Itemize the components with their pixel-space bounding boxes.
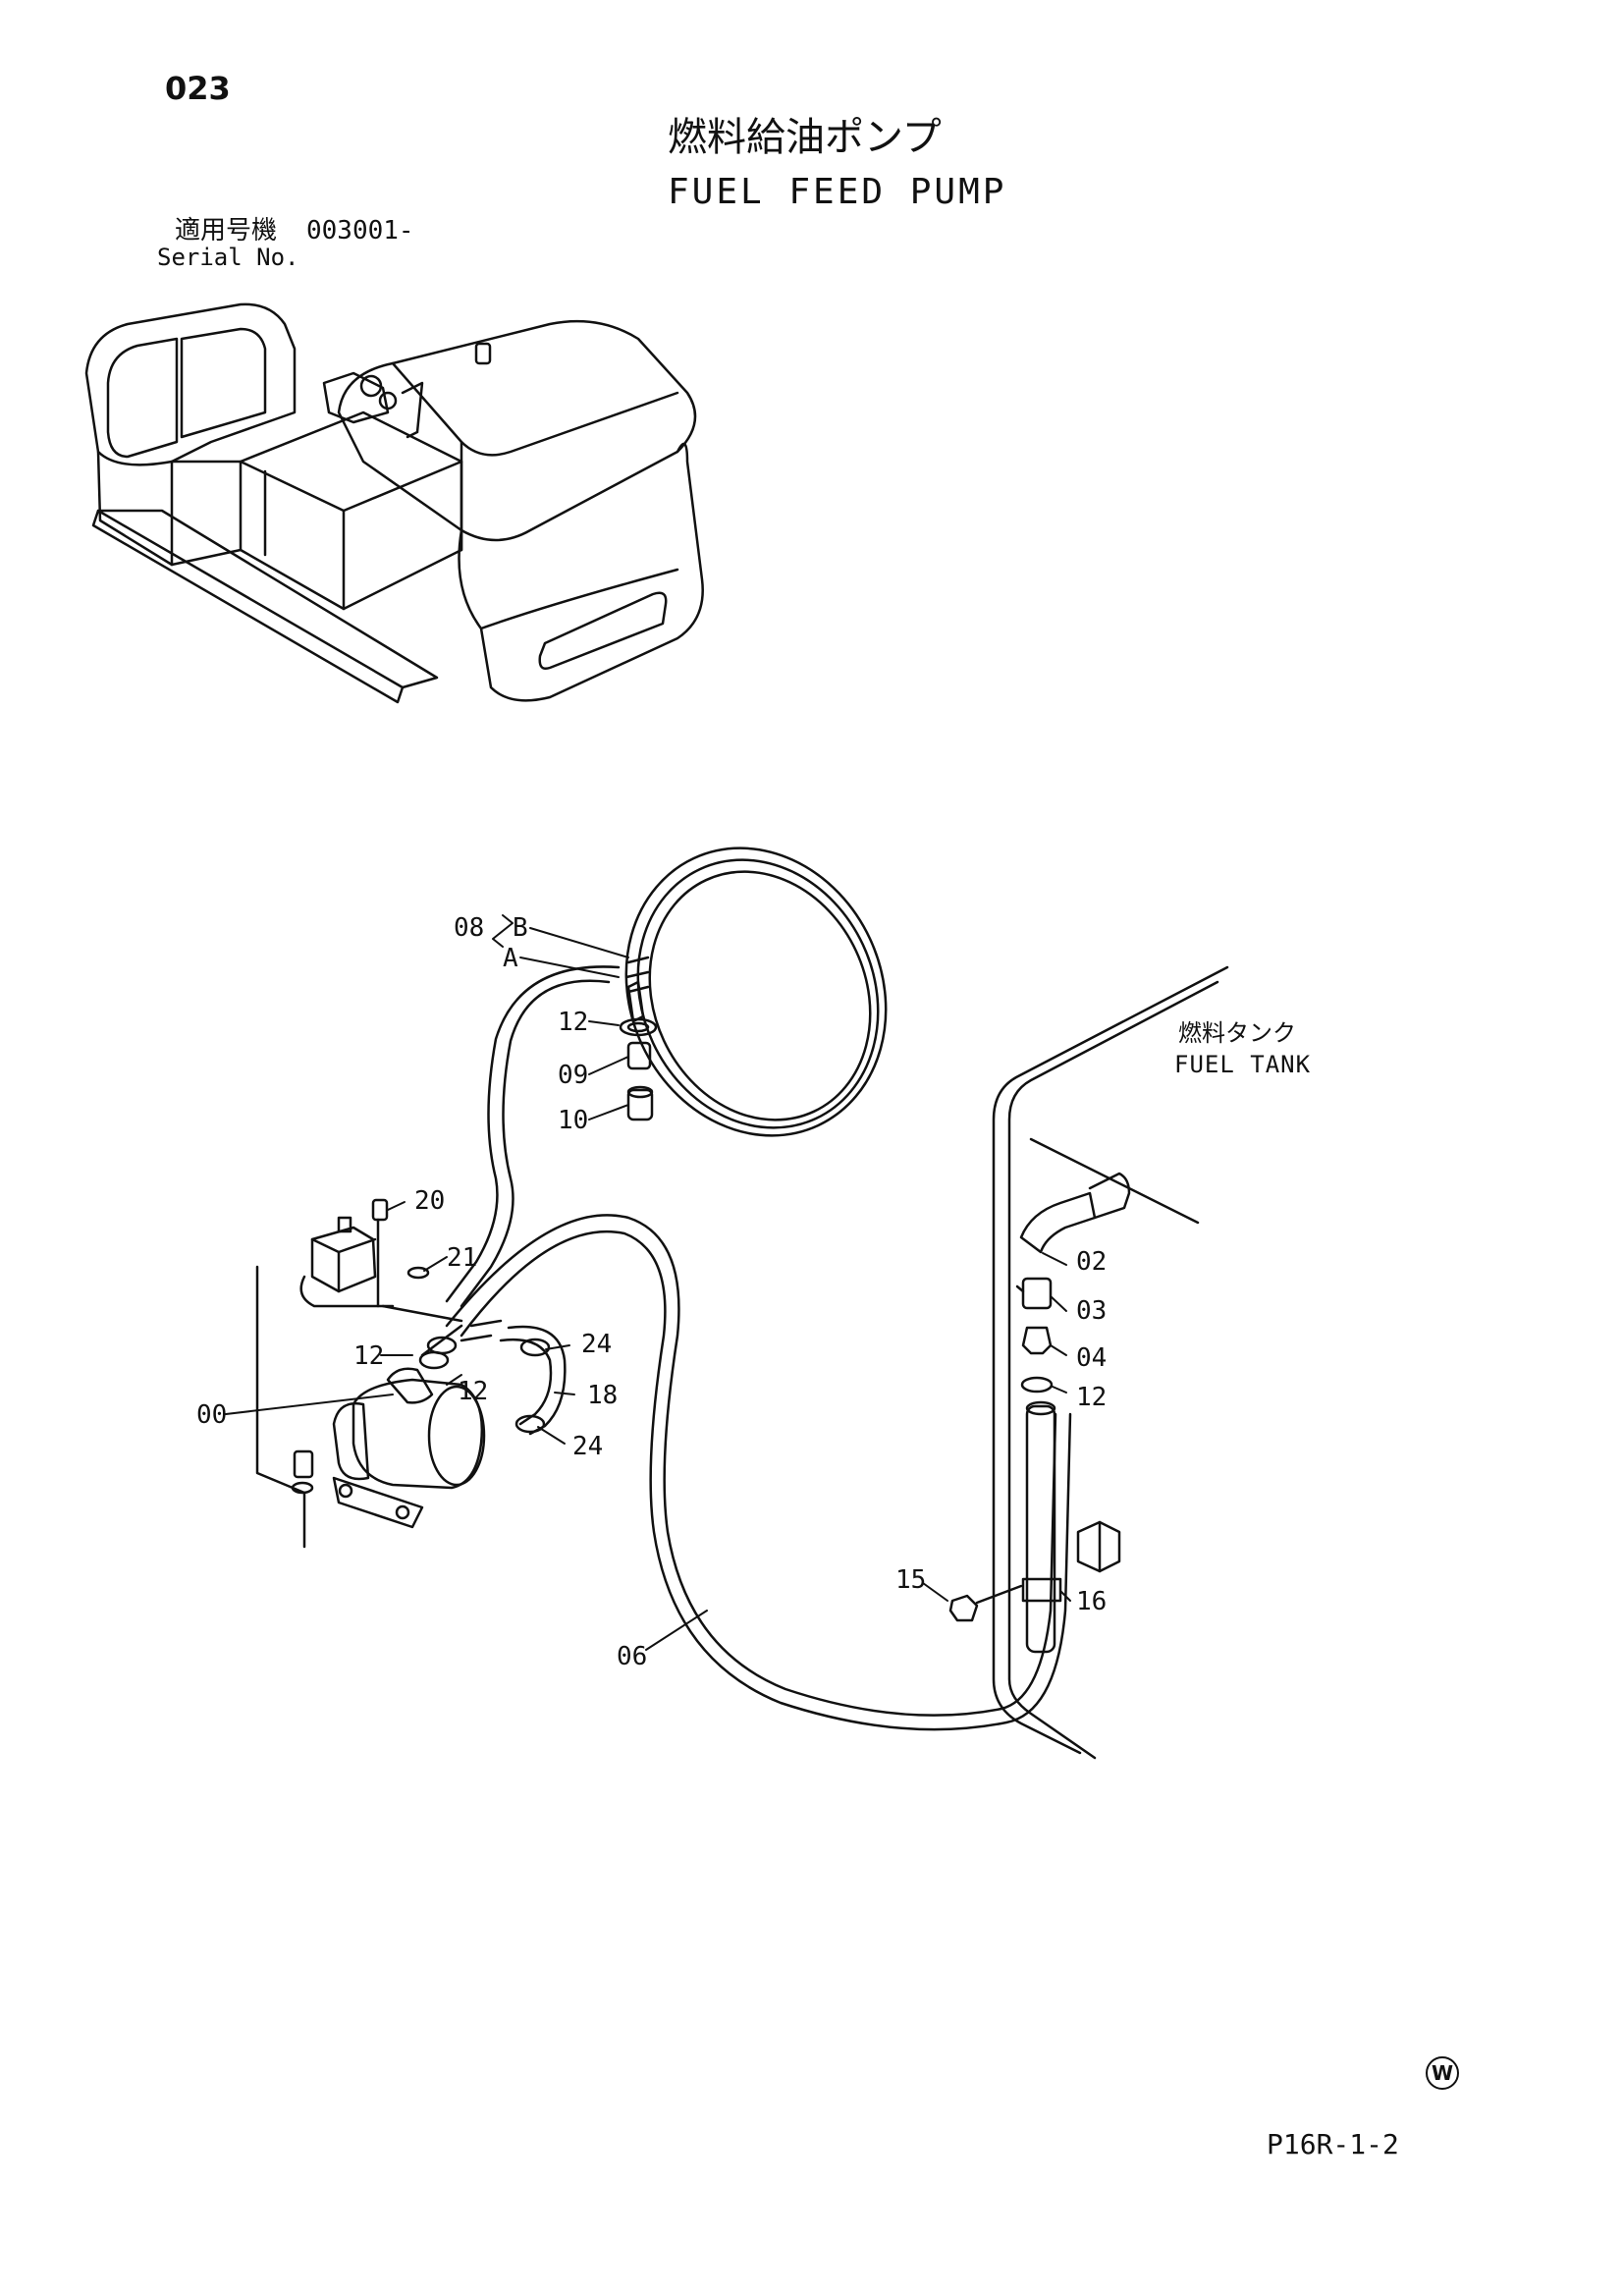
pump-assembly	[255, 1198, 567, 1549]
excavator-illustration	[84, 302, 704, 704]
callout-03: 03	[1076, 1296, 1108, 1326]
callout-24-lower: 24	[572, 1432, 604, 1461]
callout-09: 09	[558, 1061, 589, 1090]
callout-12-pump-lower: 12	[458, 1377, 489, 1406]
hose-a	[460, 979, 611, 1308]
callout-21: 21	[447, 1243, 478, 1273]
serial-label-english: Serial No.	[157, 244, 299, 271]
callout-00: 00	[196, 1400, 228, 1430]
callout-b: B	[513, 913, 528, 943]
title-japanese: 燃料給油ポンプ	[668, 115, 942, 160]
leader-lines	[225, 914, 1071, 1651]
callout-a: A	[503, 944, 518, 973]
fuel-tank-label-japanese: 燃料タンク	[1178, 1019, 1296, 1047]
callout-12-pump-upper: 12	[353, 1341, 385, 1371]
callout-18: 18	[587, 1381, 619, 1410]
figure-code: P16R-1-2	[1267, 2128, 1399, 2160]
callout-06: 06	[617, 1642, 648, 1671]
serial-number-value: 003001-	[306, 216, 414, 246]
callout-16: 16	[1076, 1587, 1108, 1616]
callout-08: 08	[454, 913, 485, 943]
coiled-hose	[624, 847, 888, 1137]
callout-10: 10	[558, 1106, 589, 1135]
callout-20: 20	[414, 1186, 446, 1216]
callout-12-nozzle: 12	[558, 1008, 589, 1037]
callout-12-tank: 12	[1076, 1383, 1108, 1412]
callout-24-upper: 24	[581, 1330, 613, 1359]
fuel-tank-label-english: FUEL TANK	[1174, 1051, 1312, 1078]
callout-02: 02	[1076, 1247, 1108, 1277]
tank-fittings	[948, 1172, 1131, 1654]
title-english: FUEL FEED PUMP	[668, 172, 1007, 212]
hose-06	[445, 1214, 1072, 1731]
w-mark-icon: W	[1426, 2056, 1459, 2090]
fuel-tank-outline	[992, 965, 1229, 1760]
callout-04: 04	[1076, 1343, 1108, 1373]
callout-15: 15	[895, 1565, 927, 1595]
serial-label-japanese: 適用号機	[175, 216, 278, 246]
page-number: 023	[165, 70, 231, 107]
